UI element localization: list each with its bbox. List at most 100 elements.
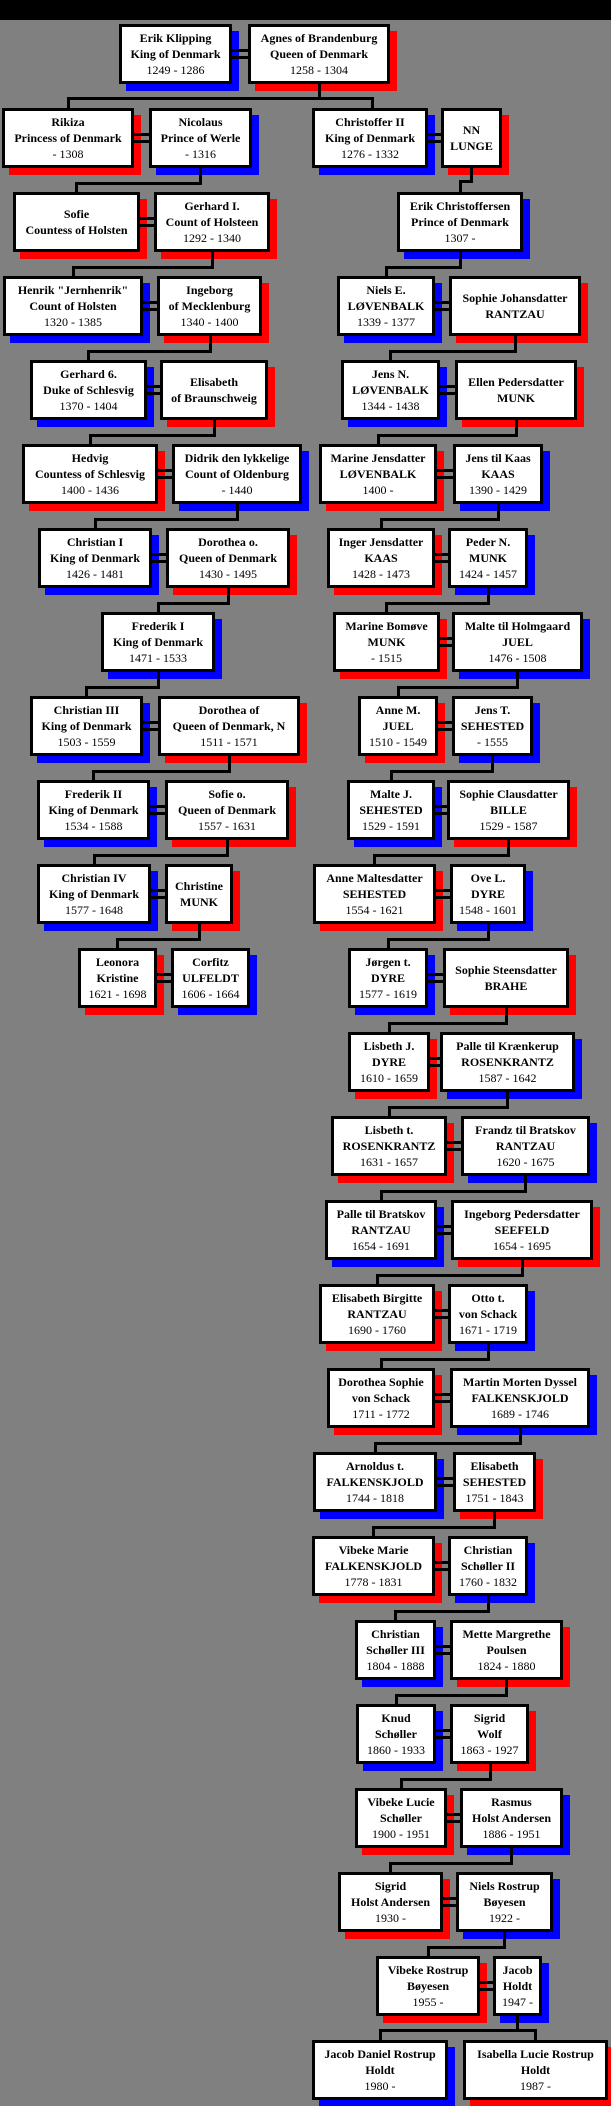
person-name: of Braunschweig <box>171 391 257 405</box>
person-name: Jørgen t. <box>365 955 411 969</box>
descent-line <box>487 1344 490 1358</box>
person-name: MUNK <box>367 635 406 649</box>
descent-line <box>75 182 202 185</box>
person-dates: 1554 - 1621 <box>345 903 404 917</box>
marriage-equals <box>156 973 172 976</box>
person-box-jens-t-sehested[interactable]: Jens T.SEHESTED- 1555 <box>452 696 533 756</box>
person-name: Bøyesen <box>407 1979 449 1993</box>
person-name: Arnoldus t. <box>345 1459 404 1473</box>
person-name: FALKENSKJOLD <box>326 1475 424 1489</box>
person-name: Gerhard I. <box>184 199 240 213</box>
marriage-equals <box>435 1645 451 1648</box>
marriage-equals <box>434 1568 449 1571</box>
descent-line <box>514 336 517 350</box>
descent-line <box>373 854 510 857</box>
descent-line <box>376 1274 524 1277</box>
marriage-equals <box>142 308 158 311</box>
person-name: Holdt <box>502 1979 533 1993</box>
person-name: JUEL <box>382 719 414 733</box>
person-name: Malte til Holmgaard <box>464 619 571 633</box>
person-name: ROSENKRANTZ <box>342 1139 436 1153</box>
person-name: Lisbeth t. <box>364 1123 414 1137</box>
descent-line <box>394 1610 490 1613</box>
marriage-equals <box>435 1729 451 1732</box>
person-dates: 1370 - 1404 <box>59 399 118 413</box>
person-name: Inger Jensdatter <box>338 535 424 549</box>
person-dates: 1860 - 1933 <box>367 1743 425 1757</box>
person-name: SEHESTED <box>359 803 423 817</box>
descent-line <box>385 266 462 269</box>
person-name: Elisabeth Birgitte <box>331 1291 423 1305</box>
